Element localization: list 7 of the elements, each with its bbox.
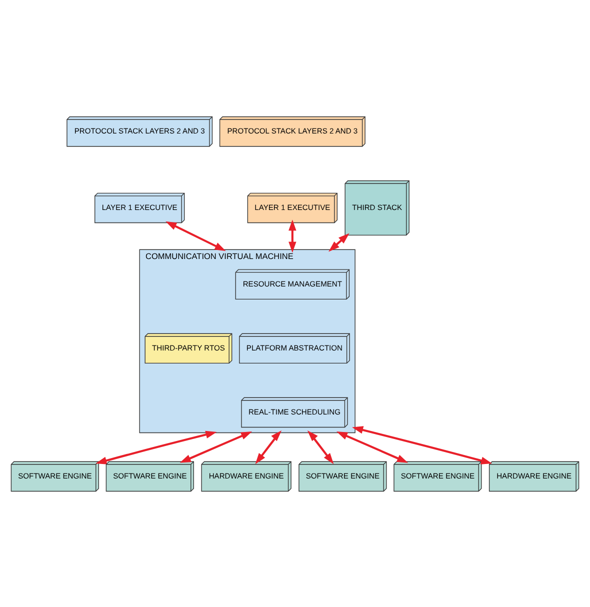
arrow (288, 219, 296, 252)
arrow (336, 430, 408, 462)
arrow (255, 430, 282, 464)
arrow (307, 430, 334, 464)
arrow (166, 220, 226, 250)
arrow (328, 232, 350, 252)
arrow (180, 430, 252, 462)
